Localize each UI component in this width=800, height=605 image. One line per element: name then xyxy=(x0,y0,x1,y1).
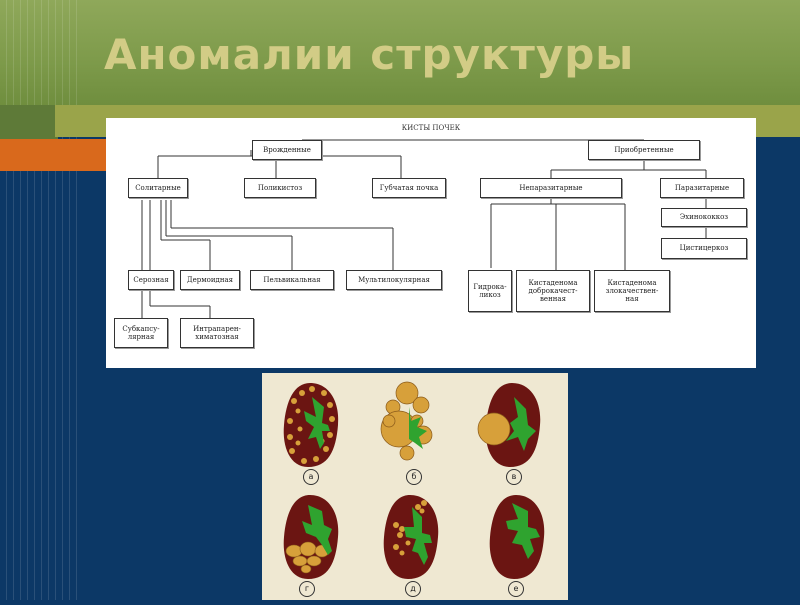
box-cysticercosis: Цистицеркоз xyxy=(661,238,747,259)
box-nonparasitic: Непаразитарные xyxy=(480,178,622,198)
figure-d xyxy=(283,495,339,579)
kidney-cysts-diagram: КИСТЫ ПОЧЕК xyxy=(106,118,756,368)
box-intraparenchymal: Интрапарен- химатозная xyxy=(180,318,254,348)
box-serous: Серозная xyxy=(128,270,174,290)
box-cystadenoma-benign: Кистаденома доброкачест- венная xyxy=(516,270,590,312)
accent-bar-orange xyxy=(0,139,112,171)
decorative-block xyxy=(0,105,58,139)
title-band xyxy=(0,0,800,105)
slide-title: Аномалии структуры xyxy=(104,30,635,79)
diagram-heading: КИСТЫ ПОЧЕК xyxy=(401,124,461,132)
box-hydrocalycosis: Гидрока- ликоз xyxy=(468,270,512,312)
kidney-cyst-illustrations: а б в г д е xyxy=(262,373,568,600)
label-e: д xyxy=(405,581,421,597)
box-solitary: Солитарные xyxy=(128,178,188,198)
box-polycystosis: Поликистоз xyxy=(244,178,316,198)
box-congenital: Врожденные xyxy=(252,140,322,160)
label-c: в xyxy=(506,469,522,485)
box-multilocular: Мультилокулярная xyxy=(346,270,442,290)
box-echinococcosis: Эхинококкоз xyxy=(661,208,747,227)
figure-b xyxy=(380,381,433,461)
box-pelvicalyceal: Пельвикальная xyxy=(250,270,334,290)
label-b: б xyxy=(406,469,422,485)
box-dermoid: Дермоидная xyxy=(180,270,240,290)
figure-a xyxy=(283,383,339,467)
figure-c xyxy=(477,383,541,467)
box-parasitic: Паразитарные xyxy=(660,178,744,198)
label-a: а xyxy=(303,469,319,485)
label-f: е xyxy=(508,581,524,597)
figure-f xyxy=(489,495,545,579)
label-d: г xyxy=(299,581,315,597)
box-cystadenoma-malignant: Кистаденома злокачествен- ная xyxy=(594,270,670,312)
decorative-stripes xyxy=(0,0,78,600)
box-subcapsular: Субкапсу- лярная xyxy=(114,318,168,348)
kidney-figures xyxy=(283,381,545,579)
box-acquired: Приобретенные xyxy=(588,140,700,160)
box-sponge-kidney: Губчатая почка xyxy=(372,178,446,198)
figure-e xyxy=(383,495,439,579)
